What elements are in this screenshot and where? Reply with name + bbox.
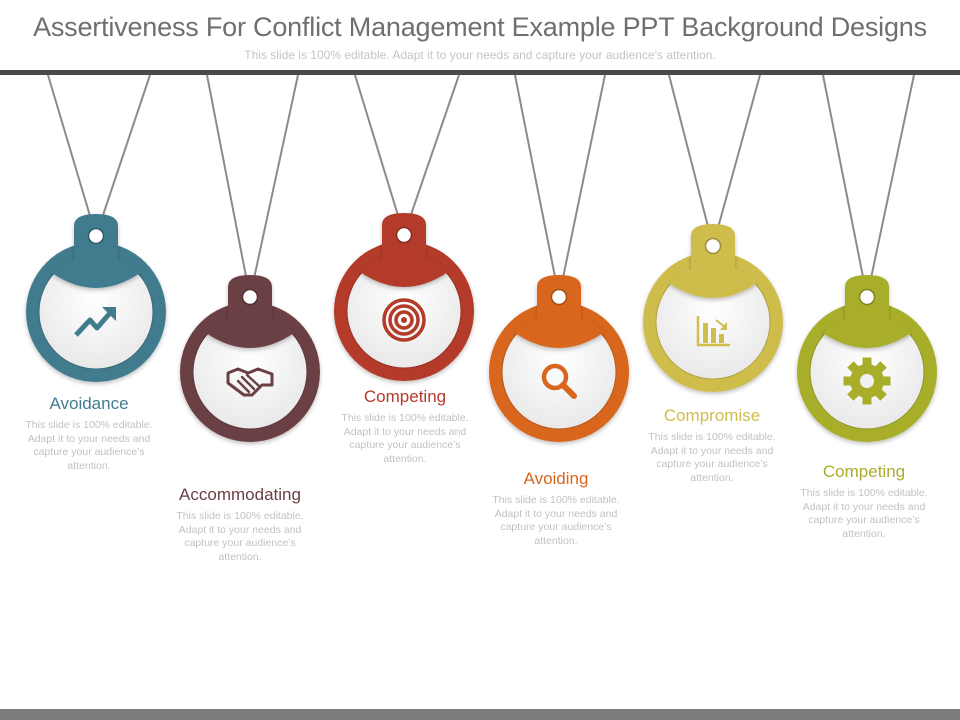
- tag-label: Compromise: [663, 406, 761, 425]
- tag-description: This slide is 100% editable. Adapt it to…: [341, 412, 469, 465]
- hanging-tag-3: [334, 74, 474, 381]
- trending-up-icon: [74, 307, 116, 337]
- magnifier-icon: [541, 363, 577, 399]
- tag-caption-5: Compromise This slide is 100% editable. …: [637, 406, 787, 485]
- tag-caption-3: Competing This slide is 100% editable. A…: [330, 387, 480, 466]
- tag-string: [47, 74, 97, 237]
- tag-caption-6: Competing This slide is 100% editable. A…: [789, 462, 939, 541]
- tag-label: Accommodating: [179, 485, 301, 504]
- tag-description: This slide is 100% editable. Adapt it to…: [800, 487, 928, 540]
- tag-string: [354, 74, 405, 236]
- tag-caption-4: Avoiding This slide is 100% editable. Ad…: [481, 469, 631, 548]
- tag-string: [249, 74, 299, 298]
- tag-label: Competing: [363, 387, 447, 406]
- tag-description: This slide is 100% editable. Adapt it to…: [25, 419, 153, 472]
- tag-description: This slide is 100% editable. Adapt it to…: [648, 431, 776, 484]
- tag-string: [866, 74, 915, 298]
- hanging-tag-2: [180, 74, 320, 442]
- tag-string: [558, 74, 606, 298]
- hanging-tag-1: [26, 74, 166, 382]
- tag-label: Avoidance: [49, 394, 129, 413]
- hanging-tag-5: [643, 74, 783, 392]
- tag-eyelet: [395, 226, 413, 244]
- hanging-tag-6: [797, 74, 937, 442]
- tag-eyelet: [550, 288, 568, 306]
- tag-description: This slide is 100% editable. Adapt it to…: [492, 494, 620, 547]
- tag-hanger: [669, 224, 757, 298]
- tag-hanger: [52, 214, 140, 288]
- tag-hanger: [823, 275, 911, 348]
- tag-caption-1: Avoidance This slide is 100% editable. A…: [14, 394, 164, 473]
- tag-hanger: [515, 275, 603, 348]
- tag-eyelet: [241, 288, 259, 306]
- hanging-tag-4: [489, 74, 629, 442]
- tag-hanger: [206, 275, 294, 348]
- tag-string: [206, 74, 251, 298]
- handshake-icon: [226, 367, 274, 397]
- tag-string: [668, 74, 714, 247]
- tag-string: [95, 74, 151, 237]
- tag-label: Competing: [822, 462, 906, 481]
- bar-chart-icon: [696, 316, 730, 347]
- tag-caption-2: Accommodating This slide is 100% editabl…: [165, 485, 315, 564]
- tag-string: [822, 74, 868, 298]
- slide-title: Assertiveness For Conflict Management Ex…: [33, 12, 927, 42]
- gear-icon: [843, 357, 891, 405]
- tag-string: [514, 74, 560, 298]
- tag-label: Avoiding: [523, 469, 589, 488]
- tag-string: [403, 74, 460, 236]
- footer-bar: [0, 709, 960, 720]
- tag-eyelet: [704, 237, 722, 255]
- tag-hanger: [360, 213, 448, 287]
- slide-subtitle: This slide is 100% editable. Adapt it to…: [244, 48, 716, 62]
- tag-eyelet: [87, 227, 105, 245]
- header-divider: [0, 70, 960, 75]
- tag-string: [712, 74, 761, 247]
- target-icon: [382, 298, 426, 342]
- tag-description: This slide is 100% editable. Adapt it to…: [176, 510, 304, 563]
- tag-eyelet: [858, 288, 876, 306]
